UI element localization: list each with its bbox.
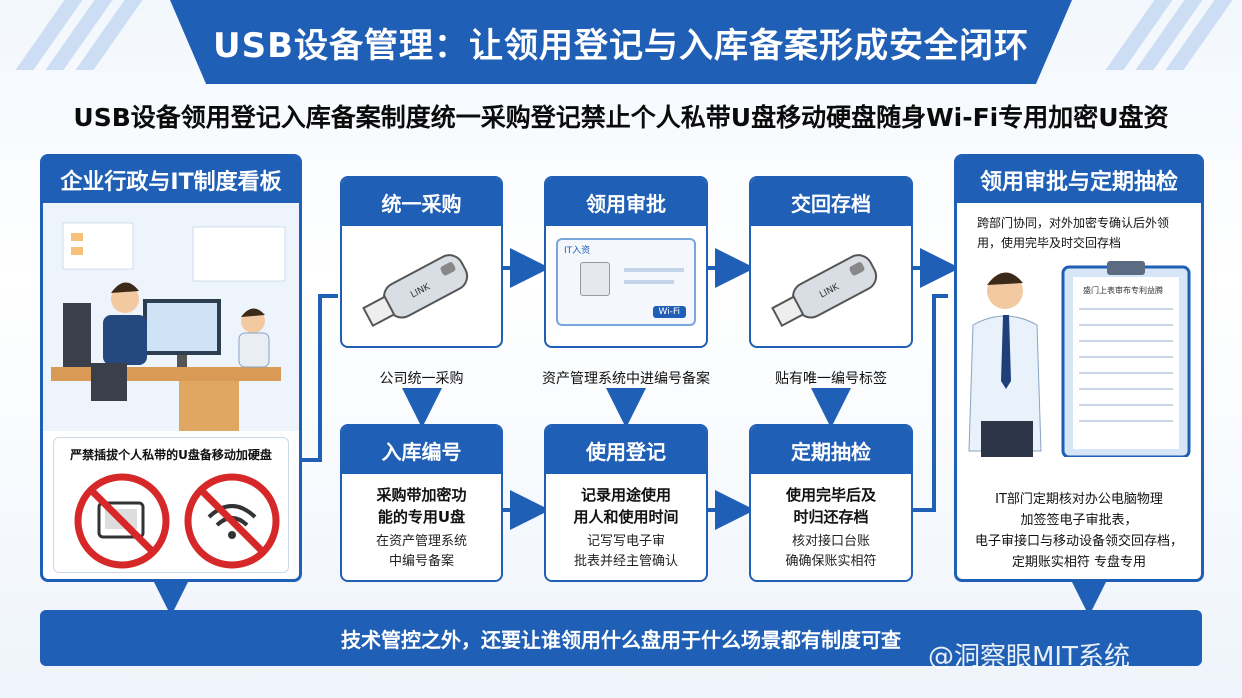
step-note: 在资产管理系统 — [375, 534, 467, 549]
clipboard-title: 盛门上表审布专利益腾 — [1083, 285, 1163, 295]
step-heading: 统一采购 — [342, 178, 501, 226]
screen-line — [624, 280, 674, 284]
approval-screen: IT入资 Wi-Fi — [556, 238, 696, 326]
step-storage-numbering: 入库编号 采购带加密功 能的专用U盘 在资产管理系统 中编号备案 — [340, 424, 503, 582]
step-heading: 使用登记 — [546, 426, 706, 474]
step-heading: 领用审批 — [546, 178, 706, 226]
step-usage-registration: 使用登记 记录用途使用 用人和使用时间 记写写电子审 批表并经主管确认 — [544, 424, 708, 582]
screen-title: IT入资 — [564, 246, 591, 256]
step-note: 记写写电子审 — [586, 534, 665, 549]
usb-thumbnail — [580, 262, 610, 296]
step-detail: 用人和使用时间 — [573, 508, 679, 526]
bottom-summary-bar: 技术管控之外，还要让谁领用什么盘用于什么场景都有制度可查 — [40, 610, 1202, 666]
step-usage-approval: 领用审批 IT入资 Wi-Fi — [544, 176, 708, 348]
step-note: 核对接口台账 — [791, 534, 870, 549]
left-panel: 企业行政与IT制度看板 严禁插拔个人私带的U盘备移动加硬盘 — [40, 154, 302, 582]
no-usb-drive-icon — [74, 473, 170, 569]
warning-card: 严禁插拔个人私带的U盘备移动加硬盘 — [53, 437, 289, 573]
connector-check-to-right — [913, 294, 948, 512]
connector-left-to-flow — [302, 294, 338, 462]
step-caption: 贴有唯一编号标签 — [775, 371, 887, 387]
right-panel-intro: 跨部门协同，对外加密专确认后外领 — [977, 216, 1170, 230]
step-unified-purchase: 统一采购 LINK — [340, 176, 503, 348]
title-banner: USB设备管理：让领用登记与入库备案形成安全闭环 — [170, 0, 1072, 84]
step-detail: 记录用途使用 — [580, 486, 671, 504]
step-periodic-check: 定期抽检 使用完毕后及 时归还存档 核对接口台账 确确保账实相符 — [749, 424, 913, 582]
step-detail: 使用完毕后及 — [785, 486, 876, 504]
office-desk-illustration — [43, 203, 299, 431]
right-panel-body: 电子审接口与移动设备领交回存档， — [974, 534, 1183, 549]
warning-text: 严禁插拔个人私带的U盘备移动加硬盘 — [70, 448, 272, 462]
staff-with-clipboard-illustration: 盛门上表审布专利益腾 — [968, 261, 1191, 457]
step-caption: 公司统一采购 — [379, 371, 464, 387]
step-return-archive: 交回存档 LINK — [749, 176, 913, 348]
right-panel-heading: 领用审批与定期抽检 — [957, 157, 1201, 203]
no-wifi-icon — [184, 473, 280, 569]
usb-drive-icon: LINK — [771, 254, 878, 328]
usb-drive-icon: LINK — [362, 254, 469, 328]
bottom-summary-text: 技术管控之外，还要让谁领用什么盘用于什么场景都有制度可查 — [341, 627, 901, 652]
step-note: 中编号备案 — [388, 554, 454, 569]
left-panel-heading: 企业行政与IT制度看板 — [43, 157, 299, 203]
subtitle: USB设备领用登记入库备案制度统一采购登记禁止个人私带U盘移动硬盘随身Wi-Fi… — [73, 103, 1169, 132]
page-title: USB设备管理：让领用登记与入库备案形成安全闭环 — [212, 25, 1029, 66]
step-caption: 资产管理系统中进编号备案 — [542, 371, 710, 387]
wifi-tag: Wi-Fi — [652, 306, 686, 318]
right-panel: 领用审批与定期抽检 跨部门协同，对外加密专确认后外领 用，使用完毕及时交回存档 … — [954, 154, 1204, 582]
step-heading: 交回存档 — [751, 178, 911, 226]
step-heading: 入库编号 — [342, 426, 501, 474]
step-heading: 定期抽检 — [751, 426, 911, 474]
step-detail: 采购带加密功 — [376, 486, 467, 504]
right-panel-body: IT部门定期核对办公电脑物理 — [995, 492, 1163, 507]
screen-line — [624, 268, 684, 272]
right-panel-body: 加签签电子审批表， — [1020, 513, 1138, 528]
step-note: 确确保账实相符 — [785, 554, 877, 569]
step-detail: 时归还存档 — [793, 508, 869, 526]
watermark: @洞察眼MIT系统 — [928, 642, 1130, 672]
step-detail: 能的专用U盘 — [377, 508, 466, 526]
step-note: 批表并经主管确认 — [573, 554, 678, 569]
right-panel-intro: 用，使用完毕及时交回存档 — [977, 236, 1122, 250]
right-panel-body: 定期账实相符 专盘专用 — [1011, 555, 1147, 570]
